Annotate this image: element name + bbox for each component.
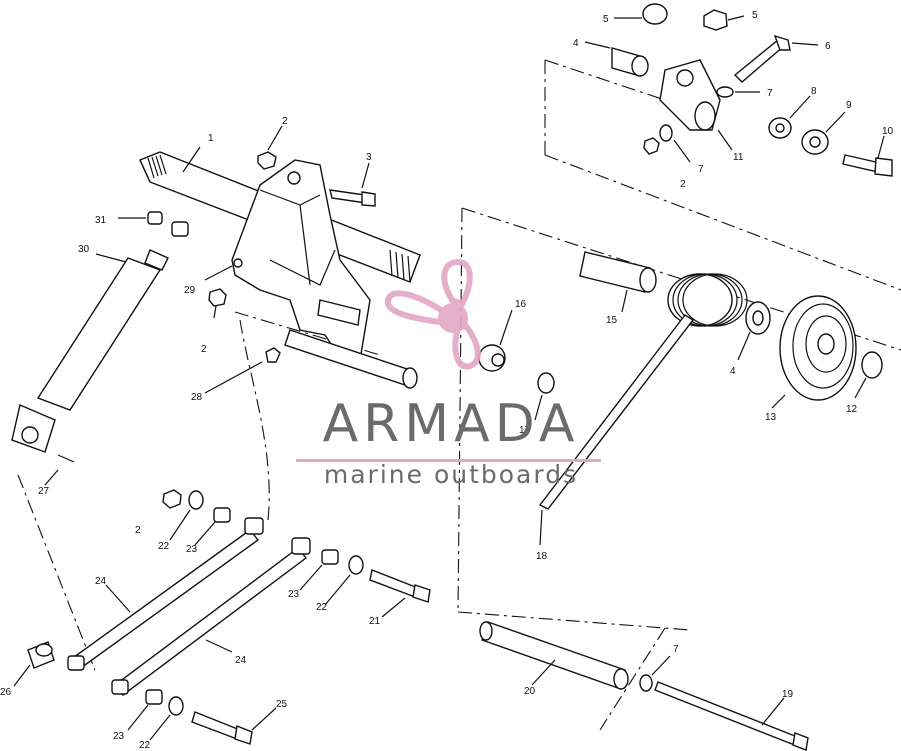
callout-7: 7 <box>767 88 773 99</box>
part-25-bolt <box>191 707 277 745</box>
part-6-bolt <box>733 34 819 83</box>
callout-8: 8 <box>811 86 817 97</box>
callout-7: 7 <box>698 164 704 175</box>
part-27-pin <box>44 454 75 486</box>
part-21-bolt <box>369 569 431 618</box>
brand-name: ARMADA <box>322 394 580 454</box>
callout-2: 2 <box>201 344 207 355</box>
callout-7: 7 <box>673 644 679 655</box>
part-12-washer <box>854 351 883 399</box>
part-16-adjuster <box>478 309 513 372</box>
callout-27: 27 <box>38 486 50 497</box>
callout-15: 15 <box>606 315 618 326</box>
callout-23: 23 <box>113 731 125 742</box>
part-20-tube <box>479 621 629 690</box>
callout-6: 6 <box>825 41 831 52</box>
callout-23: 23 <box>186 544 198 555</box>
part-10-bolt <box>842 135 893 177</box>
callout-19: 19 <box>782 689 794 700</box>
callout-22: 22 <box>158 541 170 552</box>
part-30-shock-absorber <box>11 249 169 453</box>
part-15-sleeve <box>579 251 657 313</box>
part-9-washer <box>801 111 846 155</box>
callout-23: 23 <box>288 589 300 600</box>
callout-31: 31 <box>95 215 107 226</box>
part-5-nut-cap <box>614 3 745 31</box>
callout-12: 12 <box>846 404 858 415</box>
brand-divider <box>296 459 601 462</box>
callout-5: 5 <box>752 10 758 21</box>
part-19-shaft <box>654 681 809 751</box>
callout-29: 29 <box>184 285 196 296</box>
callout-labels: 1 2 2 2 2 3 4 4 5 5 6 7 7 7 8 9 10 11 12… <box>0 10 894 751</box>
callout-2: 2 <box>135 525 141 536</box>
callout-24: 24 <box>95 576 107 587</box>
brand-propeller-logo <box>384 258 481 370</box>
callout-13: 13 <box>765 412 777 423</box>
callout-26: 26 <box>0 687 12 698</box>
callout-2: 2 <box>282 116 288 127</box>
callout-1: 1 <box>208 133 214 144</box>
part-24-links <box>67 517 311 696</box>
callout-21: 21 <box>369 616 381 627</box>
callout-30: 30 <box>78 244 90 255</box>
callout-4: 4 <box>573 38 579 49</box>
callout-4: 4 <box>730 366 736 377</box>
callout-24: 24 <box>235 655 247 666</box>
part-17-washer <box>534 372 555 421</box>
callout-9: 9 <box>846 100 852 111</box>
callout-5: 5 <box>603 14 609 25</box>
callout-3: 3 <box>366 152 372 163</box>
part-31-bushings <box>118 211 189 237</box>
callout-22: 22 <box>316 602 328 613</box>
callout-10: 10 <box>882 126 894 137</box>
brand-tagline: marine outboards <box>323 460 579 489</box>
callout-22: 22 <box>139 740 151 751</box>
brand-wordmark: ARMADA marine outboards <box>296 398 606 487</box>
part-2-nuts <box>162 125 660 509</box>
part-3-bolt <box>329 162 376 207</box>
callout-20: 20 <box>524 686 536 697</box>
part-22-washers <box>149 490 364 741</box>
callout-18: 18 <box>536 551 548 562</box>
part-4-bushing <box>584 41 649 77</box>
part-26-bushing <box>13 641 55 687</box>
part-11-arm <box>659 59 733 151</box>
part-8-washer <box>768 95 811 139</box>
part-7-washers <box>639 86 760 692</box>
part-23-bushings <box>127 507 339 731</box>
part-28-grease-fitting <box>204 347 281 394</box>
callout-25: 25 <box>276 699 288 710</box>
callout-16: 16 <box>515 299 527 310</box>
callout-28: 28 <box>191 392 203 403</box>
part-13-idler-wheel <box>771 295 857 409</box>
callout-17: 17 <box>519 425 531 436</box>
part-14-washer <box>737 301 771 361</box>
bracket-tube <box>284 329 418 389</box>
callout-11: 11 <box>733 152 744 163</box>
callout-2: 2 <box>680 179 686 190</box>
